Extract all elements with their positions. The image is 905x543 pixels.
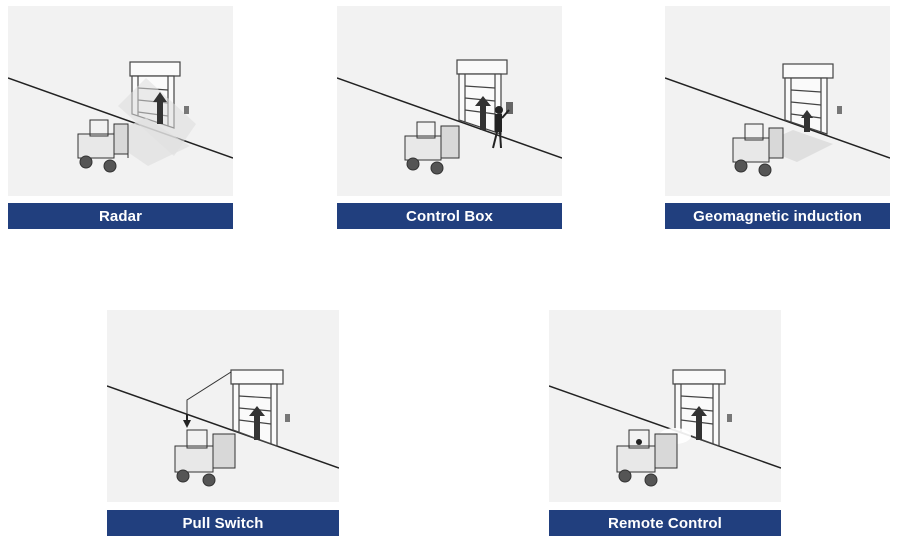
card-radar: Radar [8,6,233,229]
label-geomagnetic-induction: Geomagnetic induction [665,203,890,229]
card-geomagnetic-induction: Geomagnetic induction [665,6,890,229]
label-pull-switch: Pull Switch [107,510,339,536]
control-box-scene-icon [337,6,562,196]
geomagnetic-scene-icon [665,6,890,196]
label-remote-control: Remote Control [549,510,781,536]
card-pull-switch: Pull Switch [107,310,339,536]
card-control-box: Control Box [337,6,562,229]
radar-scene-icon [8,6,233,196]
label-control-box: Control Box [337,203,562,229]
card-remote-control: Remote Control [549,310,781,536]
remote-control-scene-icon [549,310,781,502]
label-radar: Radar [8,203,233,229]
pull-switch-scene-icon [107,310,339,502]
